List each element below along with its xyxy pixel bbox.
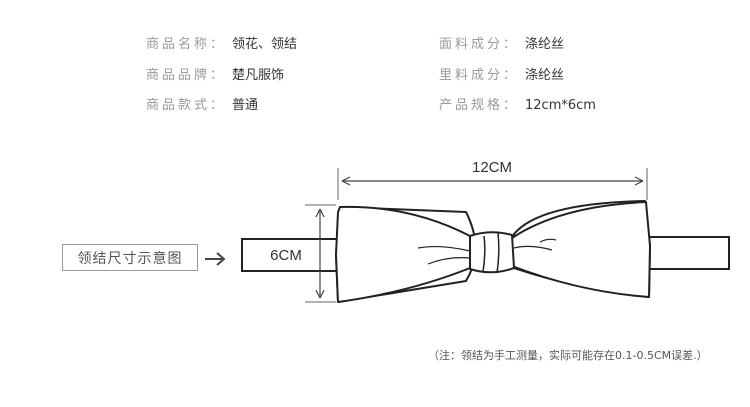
width-arrowhead-left [341, 176, 351, 186]
spec-value: 楚凡服饰 [232, 68, 285, 83]
spec-label: 商品名称： [146, 37, 227, 52]
spec-value: 普通 [232, 98, 259, 113]
strap-right [644, 236, 730, 270]
height-label: 6CM [270, 247, 302, 264]
spec-label: 里料成分： [439, 68, 520, 83]
spec-label: 商品品牌： [146, 68, 227, 83]
spec-label: 面料成分： [439, 37, 520, 52]
spec-row-product-name: 商品名称： 领花、领结 [146, 37, 297, 53]
spec-label: 商品款式： [146, 98, 227, 113]
width-label: 12CM [472, 159, 512, 176]
knot-fold-line [496, 232, 500, 274]
spec-value: 12cm*6cm [525, 98, 596, 113]
spec-row-style: 商品款式： 普通 [146, 98, 258, 114]
height-arrowhead-top [315, 208, 325, 218]
spec-row-fabric: 面料成分： 涤纶丝 [439, 37, 564, 53]
spec-value: 领花、领结 [232, 37, 298, 52]
spec-value: 涤纶丝 [525, 68, 565, 83]
spec-value: 涤纶丝 [525, 37, 565, 52]
height-arrowhead-bottom [315, 289, 325, 299]
spec-label: 产品规格： [439, 98, 520, 113]
wrinkle-line [417, 245, 471, 252]
wrinkle-line [513, 245, 553, 251]
width-arrowhead-right [634, 176, 644, 186]
knot-fold-line [482, 235, 486, 273]
arrow-right-icon [205, 252, 226, 266]
bow-right-wing [511, 201, 651, 298]
spec-row-brand: 商品品牌： 楚凡服饰 [146, 68, 284, 84]
wrinkle-line [539, 238, 557, 243]
height-label-bg [265, 243, 309, 265]
measurement-note: （注：领结为手工测量，实际可能存在0.1-0.5CM误差.） [428, 349, 708, 362]
spec-row-size: 产品规格： 12cm*6cm [439, 98, 596, 114]
spec-row-lining: 里料成分： 涤纶丝 [439, 68, 564, 84]
bow-knot [469, 231, 515, 274]
wrinkle-line [427, 257, 471, 265]
diagram-caption: 领结尺寸示意图 [62, 244, 198, 271]
